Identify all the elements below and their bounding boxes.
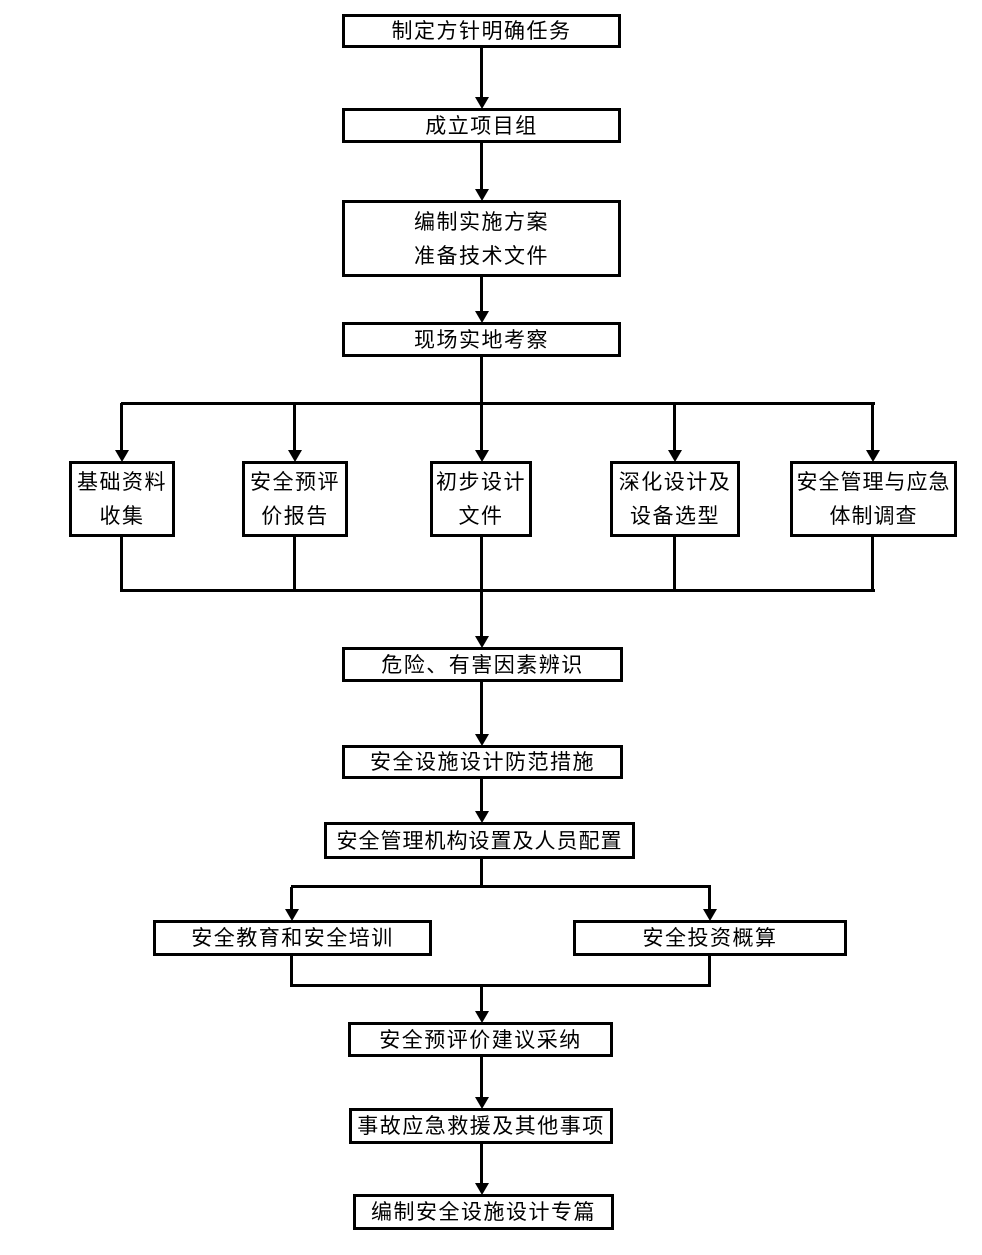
flow-line-n7-split bbox=[480, 859, 483, 887]
flow-arrow-n6-n7 bbox=[474, 779, 489, 823]
flow-node-safety-education-training: 安全教育和安全培训 bbox=[153, 920, 432, 956]
flow-node-basic-data-collection: 基础资料 收集 bbox=[69, 461, 175, 537]
flow-line-b5-merge bbox=[871, 537, 874, 592]
flow-line-split2-top bbox=[291, 885, 711, 888]
flow-arrow-split-b2 bbox=[287, 403, 302, 462]
flow-node-detailed-design-equipment: 深化设计及 设备选型 bbox=[610, 461, 740, 537]
flow-arrow-n1-n2 bbox=[474, 48, 489, 109]
flow-node-accident-emergency-rescue: 事故应急救援及其他事项 bbox=[349, 1108, 613, 1144]
flow-line-split-top bbox=[121, 402, 875, 405]
flow-line-c1-merge bbox=[290, 956, 293, 987]
flow-arrow-n5-n6 bbox=[474, 682, 489, 746]
flow-arrow-split-b4 bbox=[667, 403, 682, 462]
flow-node-pre-evaluation-report: 安全预评 价报告 bbox=[242, 461, 348, 537]
flow-node-safety-investment-estimate: 安全投资概算 bbox=[573, 920, 847, 956]
flow-arrow-n8-n9 bbox=[474, 1057, 489, 1109]
flow-node-safety-facility-design-measures: 安全设施设计防范措施 bbox=[342, 745, 623, 779]
flow-node-hazard-identification: 危险、有害因素辨识 bbox=[342, 647, 623, 682]
flow-line-merge-top bbox=[121, 589, 875, 592]
flow-node-define-policy: 制定方针明确任务 bbox=[342, 14, 621, 48]
flow-node-establish-project-team: 成立项目组 bbox=[342, 108, 621, 143]
flow-arrow-split2-c2 bbox=[702, 887, 717, 921]
flow-arrow-merge2-n8 bbox=[474, 987, 489, 1023]
flow-line-b4-merge bbox=[673, 537, 676, 592]
flow-node-implementation-plan: 编制实施方案 准备技术文件 bbox=[342, 200, 621, 277]
flow-node-pre-evaluation-suggestions-adopted: 安全预评价建议采纳 bbox=[348, 1022, 613, 1057]
flow-arrow-n3-n4 bbox=[474, 277, 489, 323]
flow-line-b3-merge bbox=[480, 537, 483, 592]
flow-node-safety-mgmt-emergency-survey: 安全管理与应急 体制调查 bbox=[790, 461, 957, 537]
flow-line-c2-merge bbox=[708, 956, 711, 987]
flow-arrow-split-b3 bbox=[474, 403, 489, 462]
flow-arrow-split2-c1 bbox=[284, 887, 299, 921]
flow-arrow-n9-n10 bbox=[474, 1144, 489, 1195]
flow-node-site-survey: 现场实地考察 bbox=[342, 322, 621, 357]
flow-node-compile-safety-facility-design: 编制安全设施设计专篇 bbox=[353, 1194, 614, 1230]
flow-arrow-merge-n5 bbox=[474, 592, 489, 648]
flow-node-preliminary-design-docs: 初步设计 文件 bbox=[430, 461, 532, 537]
flow-node-safety-org-staffing: 安全管理机构设置及人员配置 bbox=[324, 822, 635, 859]
flow-line-b1-merge bbox=[120, 537, 123, 592]
flow-line-b2-merge bbox=[293, 537, 296, 592]
flow-line-n4-split bbox=[480, 357, 483, 405]
flow-arrow-n2-n3 bbox=[474, 143, 489, 201]
flow-line-merge2-top bbox=[291, 984, 711, 987]
flow-arrow-split-b1 bbox=[114, 403, 129, 462]
flow-arrow-split-b5 bbox=[865, 403, 880, 462]
